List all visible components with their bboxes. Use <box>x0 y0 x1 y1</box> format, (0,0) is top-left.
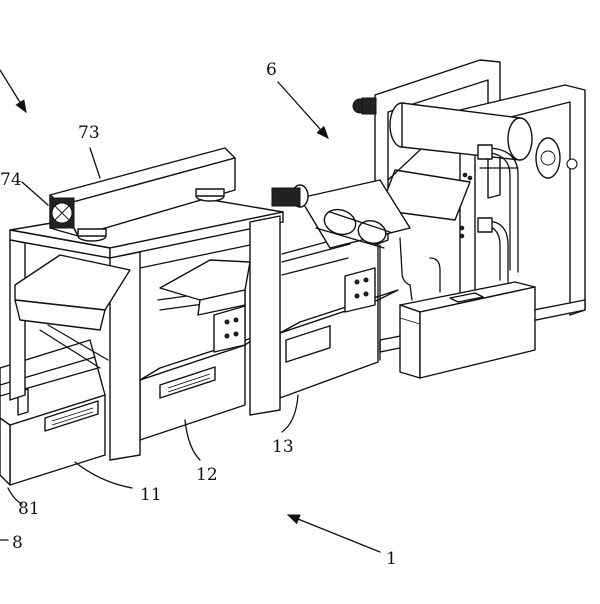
fan-housing-73 <box>49 147 236 242</box>
label-6: 6 <box>266 60 277 80</box>
leader-74 <box>21 181 49 206</box>
label-81: 81 <box>18 499 40 519</box>
arrow-1 <box>286 514 381 553</box>
tray-12 <box>139 287 259 441</box>
label-74: 74 <box>0 170 22 190</box>
gantry-frame <box>9 197 284 461</box>
leader-11 <box>74 461 133 489</box>
leader-81 <box>7 487 23 505</box>
label-12: 12 <box>196 465 218 485</box>
leader-73 <box>89 147 101 179</box>
tray-11 <box>0 324 109 486</box>
arrow-topleft <box>0 69 27 114</box>
label-13: 13 <box>272 437 294 457</box>
label-1: 1 <box>386 549 397 569</box>
water-tank <box>399 281 536 379</box>
leader-12 <box>184 419 201 461</box>
label-8: 8 <box>12 533 23 553</box>
leader-13 <box>281 394 299 433</box>
tray-13 <box>279 227 399 399</box>
label-73: 73 <box>78 123 100 143</box>
label-11: 11 <box>140 485 162 505</box>
leader-lines <box>0 69 381 553</box>
unwind-rollers <box>271 179 441 301</box>
arrow-6 <box>277 81 329 139</box>
